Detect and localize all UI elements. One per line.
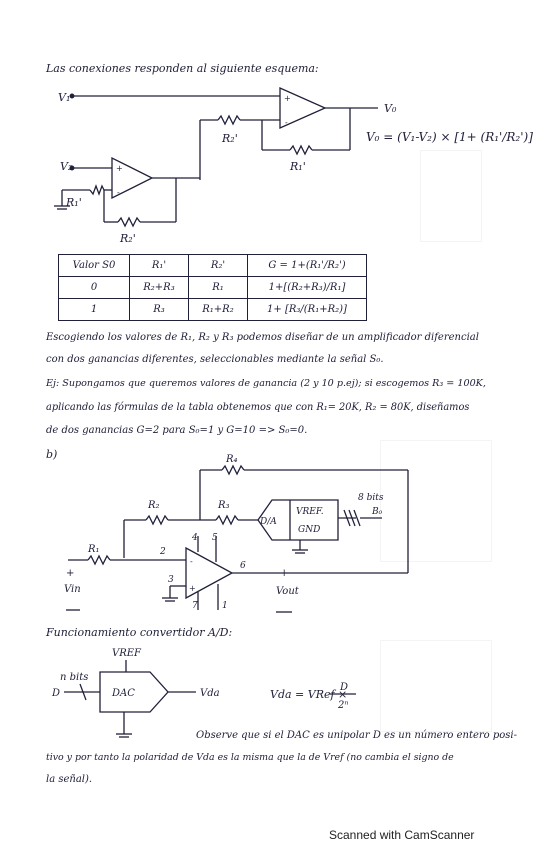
table-row: 0 R₂+R₃ R₁ 1+[(R₂+R₃)/R₁]	[58, 276, 367, 299]
paragraph-line: la señal).	[46, 774, 93, 785]
dac-formula-den: 2ⁿ	[337, 700, 348, 711]
table-cell: 1+ [R₃/(R₁+R₂)]	[247, 298, 367, 321]
label-vin: Vin	[64, 584, 81, 595]
paragraph-line: tivo y por tanto la polaridad de Vda es …	[46, 752, 454, 763]
table-header: G = 1+(R₁'/R₂')	[247, 254, 367, 277]
label-r2-top: R₂'	[221, 132, 238, 145]
opamp-2	[185, 546, 234, 600]
plus-out: +	[280, 568, 288, 579]
dac-block-diagram: VREF n bits D DAC Vda Vda = VRef × D 2ⁿ	[51, 648, 356, 738]
dac-formula-left: Vda = VRef ×	[270, 688, 347, 701]
label-vda: Vda	[200, 688, 220, 699]
resistor-r1	[87, 554, 111, 566]
resistor-r2-top	[217, 114, 241, 126]
gain-formula: V₀ = (V₁-V₂) × [1+ (R₁'/R₂')]	[366, 130, 533, 144]
table-cell: R₁	[188, 276, 248, 299]
label-vref-dac: VREF.	[296, 507, 324, 517]
table-row: 1 R₃ R₁+R₂ 1+ [R₃/(R₁+R₂)]	[58, 298, 367, 321]
opamp-bottom	[111, 156, 154, 200]
paragraph-line: con dos ganancias diferentes, selecciona…	[46, 354, 384, 365]
gain-table: Valor S0 R₁' R₂' G = 1+(R₁'/R₂') 0 R₂+R₃…	[58, 254, 367, 321]
svg-text:+: +	[189, 584, 196, 593]
table-header: R₁'	[129, 254, 189, 277]
dac-formula-num: D	[339, 682, 348, 693]
section-title: Funcionamiento convertidor A/D:	[46, 626, 233, 639]
label-r1: R₁	[87, 544, 100, 555]
table-header: Valor S0	[58, 254, 130, 277]
label-gnd: GND	[298, 525, 320, 535]
label-r1-top: R₁'	[289, 160, 306, 173]
svg-text:+: +	[284, 94, 291, 103]
paragraph-line: Ej: Supongamos que queremos valores de g…	[46, 378, 486, 389]
label-dac: DAC	[111, 688, 135, 699]
table-cell: R₂+R₃	[129, 276, 189, 299]
label-b0: B₀	[371, 507, 383, 517]
label-8bits: 8 bits	[358, 493, 384, 503]
pin-4: 4	[191, 533, 198, 543]
svg-text:-: -	[117, 188, 120, 197]
bleed-through-box	[380, 440, 492, 562]
label-nbits: n bits	[60, 672, 88, 683]
table-cell: R₃	[129, 298, 189, 321]
plus-in: +	[66, 568, 74, 579]
dac-block	[99, 671, 169, 713]
label-r3: R₃	[217, 500, 230, 511]
bleed-through-box	[380, 640, 492, 732]
table-header-row: Valor S0 R₁' R₂' G = 1+(R₁'/R₂')	[58, 254, 367, 277]
svg-text:+: +	[116, 164, 123, 173]
resistor-r2	[145, 514, 169, 526]
pin-3: 3	[168, 575, 174, 585]
label-r2-bottom: R₂'	[119, 232, 136, 245]
label-r4: R₄	[225, 454, 238, 465]
resistor-r3	[215, 514, 239, 526]
pin-2: 2	[159, 547, 166, 557]
resistor-r1-top	[289, 144, 313, 156]
table-cell: R₁+R₂	[188, 298, 248, 321]
label-v2: V₂	[60, 160, 72, 173]
table-header: R₂'	[188, 254, 248, 277]
table-cell: 0	[58, 276, 130, 299]
label-v1: V₁	[58, 91, 70, 104]
pin-1: 1	[222, 601, 228, 611]
label-vo: V₀	[384, 102, 397, 115]
pin-6: 6	[240, 561, 246, 571]
pin-7: 7	[192, 601, 198, 611]
resistor-r2-bottom	[117, 216, 141, 228]
bleed-through-box	[420, 150, 482, 242]
paragraph-line: aplicando las fórmulas de la tabla obten…	[46, 402, 470, 413]
paragraph-line: de dos ganancias G=2 para S₀=1 y G=10 =>…	[46, 425, 308, 436]
svg-text:-: -	[190, 557, 193, 566]
label-da: D/A	[259, 517, 277, 527]
table-cell: 1	[58, 298, 130, 321]
svg-text:-: -	[285, 118, 288, 127]
label-dac-vref: VREF	[112, 648, 142, 659]
table-cell: 1+[(R₂+R₃)/R₁]	[247, 276, 367, 299]
section-b-label: b)	[46, 448, 58, 461]
pin-5: 5	[212, 533, 218, 543]
opamp-top	[279, 86, 327, 130]
paragraph-line: Observe que si el DAC es unipolar D es u…	[196, 730, 517, 741]
intro-text: Las conexiones responden al siguiente es…	[46, 62, 319, 75]
label-d: D	[51, 688, 60, 699]
resistor-r4	[221, 464, 245, 476]
paragraph-line: Escogiendo los valores de R₁, R₂ y R₃ po…	[46, 332, 479, 343]
label-r1-bottom: R₁'	[65, 196, 82, 209]
da-converter	[257, 499, 339, 541]
scanner-watermark: Scanned with CamScanner	[329, 828, 475, 842]
resistor-r1-bottom	[89, 184, 105, 196]
label-r2: R₂	[147, 500, 160, 511]
differential-amplifier-diagram: + - + - V₁ V₂ V₀ R₂' R₁' R₁' R₂'	[54, 86, 397, 245]
label-vout: Vout	[276, 586, 300, 597]
dac-amplifier-diagram: - + R₄ R₂ R₃ R₁ D/A VREF. GND 8 bits B₀ …	[64, 454, 409, 613]
